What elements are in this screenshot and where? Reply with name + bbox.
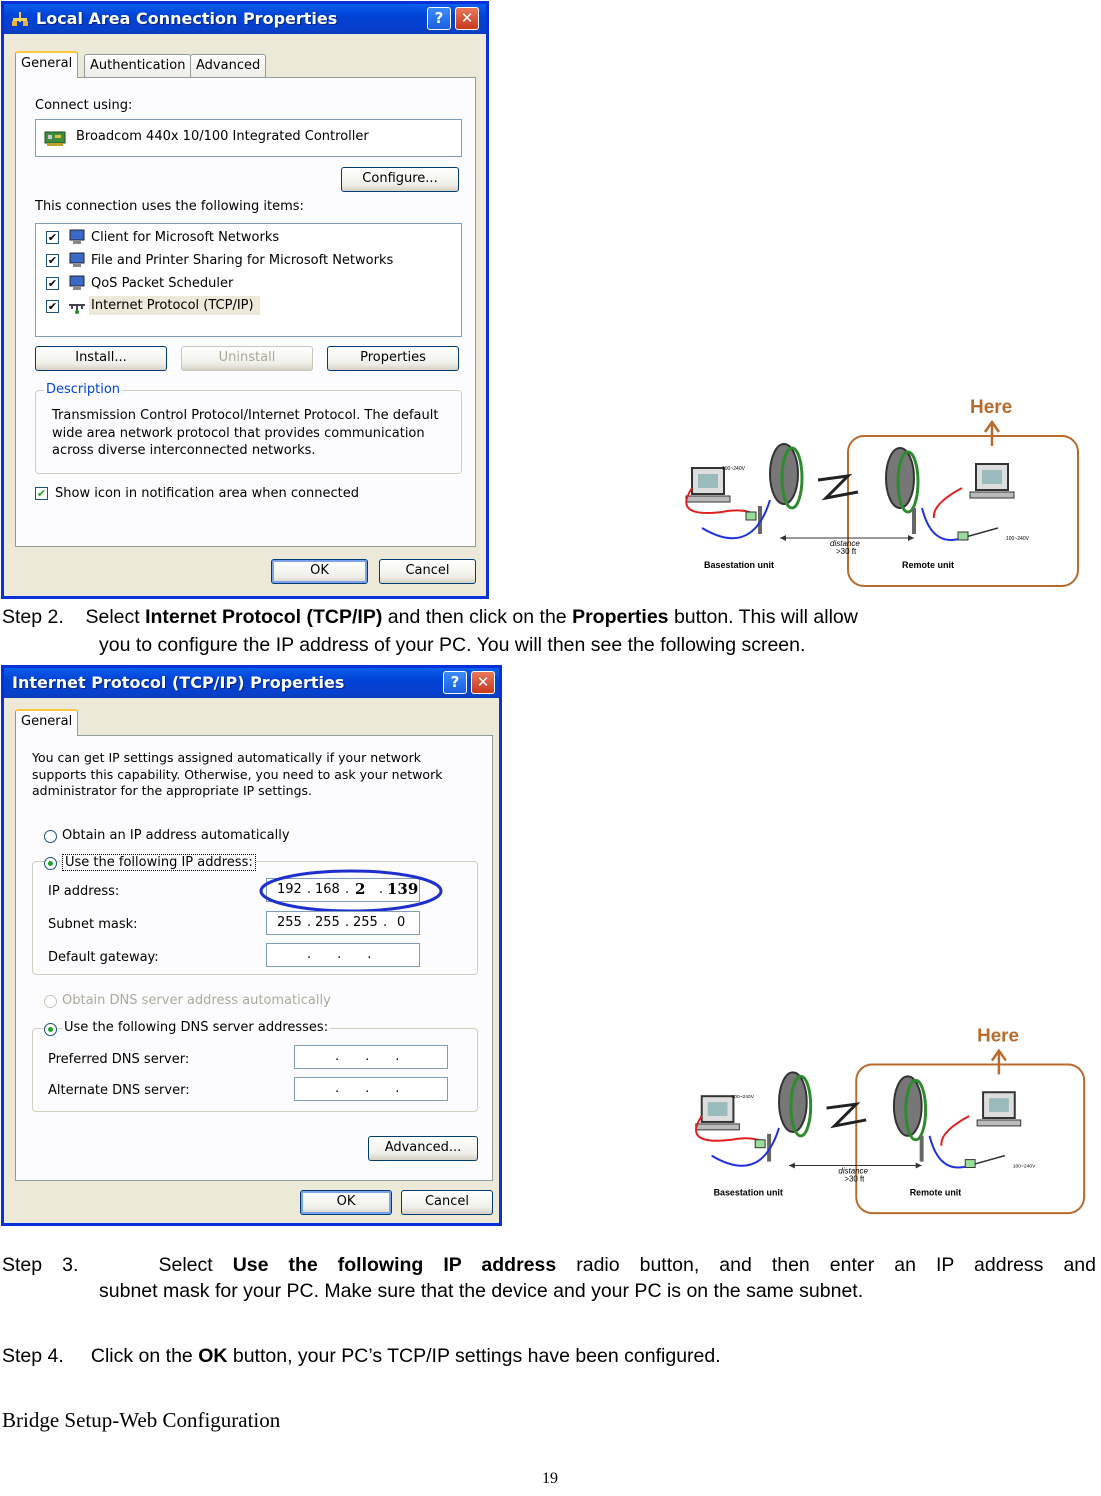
ok-button-2[interactable]: OK: [300, 1190, 392, 1215]
subnet-mask-label: Subnet mask:: [48, 917, 138, 932]
step3-line1: Step 3. Select Use the following IP addr…: [2, 1254, 1096, 1276]
tab-authentication[interactable]: Authentication: [84, 54, 192, 78]
preferred-dns-label: Preferred DNS server:: [48, 1052, 190, 1067]
diagram1-distance-value: >30 ft: [836, 547, 857, 556]
tcpip-general-panel: You can get IP settings assigned automat…: [15, 735, 493, 1181]
diagram2-power-left: 100~240V: [731, 1094, 754, 1100]
item-tcpip[interactable]: Internet Protocol (TCP/IP): [89, 296, 260, 315]
dialog2-titlebar[interactable]: Internet Protocol (TCP/IP) Properties ? …: [4, 668, 499, 698]
alternate-dns-label: Alternate DNS server:: [48, 1083, 190, 1098]
diagram2-base-label: Basestation unit: [714, 1187, 783, 1197]
configure-button[interactable]: Configure...: [341, 167, 459, 192]
diagram1-power-right: 100~240V: [1006, 536, 1030, 542]
cancel-button[interactable]: Cancel: [379, 559, 476, 584]
obtain-ip-label[interactable]: Obtain an IP address automatically: [62, 828, 290, 843]
printer-share-icon: [69, 252, 85, 267]
computer-icon: [69, 229, 85, 244]
diagram2-here-label: Here: [977, 1025, 1019, 1046]
adapter-name: Broadcom 440x 10/100 Integrated Controll…: [76, 129, 369, 144]
use-dns-radio[interactable]: [44, 1023, 57, 1036]
tab-general[interactable]: General: [15, 51, 79, 78]
item-checkbox-sharing[interactable]: ✔: [46, 254, 59, 267]
general-panel: Connect using: Broadcom 440x 10/100 Inte…: [15, 77, 476, 547]
diagram2-remote-label: Remote unit: [910, 1187, 961, 1197]
advanced-button[interactable]: Advanced...: [368, 1136, 478, 1161]
tcpip-properties-dialog: Internet Protocol (TCP/IP) Properties ? …: [1, 665, 502, 1226]
description-group: Description Transmission Control Protoco…: [35, 382, 462, 474]
close-button-2[interactable]: ✕: [471, 671, 495, 694]
page-number: 19: [542, 1470, 558, 1487]
adapter-field: Broadcom 440x 10/100 Integrated Controll…: [35, 119, 462, 157]
connect-using-label: Connect using:: [35, 98, 133, 113]
ok-button[interactable]: OK: [271, 559, 368, 584]
footer-title: Bridge Setup-Web Configuration: [2, 1408, 281, 1432]
description-text: Transmission Control Protocol/Internet P…: [52, 408, 439, 458]
obtain-dns-label[interactable]: Obtain DNS server address automatically: [62, 993, 331, 1008]
dialog2-title: Internet Protocol (TCP/IP) Properties: [12, 673, 345, 692]
network-diagram-1: Here 100~240V 100~240V distance >30 ft B…: [685, 397, 1079, 587]
uninstall-button[interactable]: Uninstall: [181, 346, 313, 371]
item-checkbox-qos[interactable]: ✔: [46, 277, 59, 290]
dialog1-titlebar[interactable]: Local Area Connection Properties ? ✕: [4, 4, 486, 34]
diagram1-power-left: 100~240V: [722, 466, 746, 472]
diagram1-distance-label: distance: [830, 539, 860, 548]
diagram1-drawing: [685, 419, 1079, 587]
item-checkbox-tcpip[interactable]: ✔: [46, 300, 59, 313]
diagram2-distance-value: >30 ft: [844, 1174, 865, 1183]
local-area-connection-dialog: Local Area Connection Properties ? ✕ Gen…: [1, 1, 489, 599]
diagram1-base-label: Basestation unit: [704, 560, 774, 570]
item-checkbox-client[interactable]: ✔: [46, 231, 59, 244]
item-sharing[interactable]: File and Printer Sharing for Microsoft N…: [91, 253, 394, 268]
step3-line2: subnet mask for your PC. Make sure that …: [99, 1280, 864, 1302]
help-button-2[interactable]: ?: [443, 671, 467, 694]
step2-line2: you to configure the IP address of your …: [99, 634, 806, 656]
alternate-dns-field[interactable]: ...: [294, 1077, 448, 1101]
scheduler-icon: [69, 275, 85, 290]
diagram2-power-right: 100~240V: [1013, 1164, 1036, 1170]
dialog1-title: Local Area Connection Properties: [36, 9, 338, 28]
step2-line1: Step 2. Select Internet Protocol (TCP/IP…: [2, 606, 858, 628]
protocol-icon: [69, 304, 85, 314]
diagram2-distance-label: distance: [838, 1166, 868, 1175]
step4: Step 4. Click on the OK button, your PC’…: [2, 1345, 721, 1367]
default-gateway-label: Default gateway:: [48, 950, 159, 965]
default-gateway-field[interactable]: ...: [266, 943, 420, 967]
close-button[interactable]: ✕: [455, 7, 479, 30]
show-icon-label[interactable]: Show icon in notification area when conn…: [55, 486, 359, 501]
obtain-dns-radio[interactable]: [44, 995, 57, 1008]
properties-button[interactable]: Properties: [327, 346, 459, 371]
ip-highlight-ellipse: [259, 869, 443, 913]
diagram1-remote-label: Remote unit: [902, 560, 954, 570]
use-ip-radio[interactable]: [44, 857, 57, 870]
tab-advanced[interactable]: Advanced: [190, 54, 267, 78]
use-dns-label[interactable]: Use the following DNS server addresses:: [62, 1020, 331, 1035]
show-icon-checkbox[interactable]: ✔: [35, 487, 48, 500]
diagram1-here-label: Here: [970, 397, 1012, 418]
install-button[interactable]: Install...: [35, 346, 167, 371]
description-title: Description: [44, 382, 123, 397]
obtain-ip-radio[interactable]: [44, 830, 57, 843]
cancel-button-2[interactable]: Cancel: [401, 1190, 493, 1215]
items-list: ✔ Client for Microsoft Networks ✔ File a…: [35, 223, 462, 337]
network-adapter-icon: [44, 131, 66, 146]
ip-address-field[interactable]: 192 . 168 . 2 . 139: [266, 878, 420, 902]
use-ip-label[interactable]: Use the following IP address:: [62, 854, 256, 871]
diagram2-drawing: [695, 1048, 1086, 1215]
network-diagram-2: Here 100~240V 100~240V distance >30 ft B…: [695, 1025, 1086, 1215]
item-client[interactable]: Client for Microsoft Networks: [91, 230, 280, 245]
ip-address-label: IP address:: [48, 884, 120, 899]
subnet-mask-field[interactable]: 255 . 255 . 255 . 0: [266, 911, 420, 935]
help-button[interactable]: ?: [427, 7, 451, 30]
item-qos[interactable]: QoS Packet Scheduler: [91, 276, 234, 291]
tab-general-2[interactable]: General: [15, 709, 79, 736]
preferred-dns-field[interactable]: ...: [294, 1045, 448, 1069]
intro-text: You can get IP settings assigned automat…: [32, 750, 443, 798]
network-connection-icon: [12, 12, 28, 26]
items-label: This connection uses the following items…: [35, 199, 304, 214]
